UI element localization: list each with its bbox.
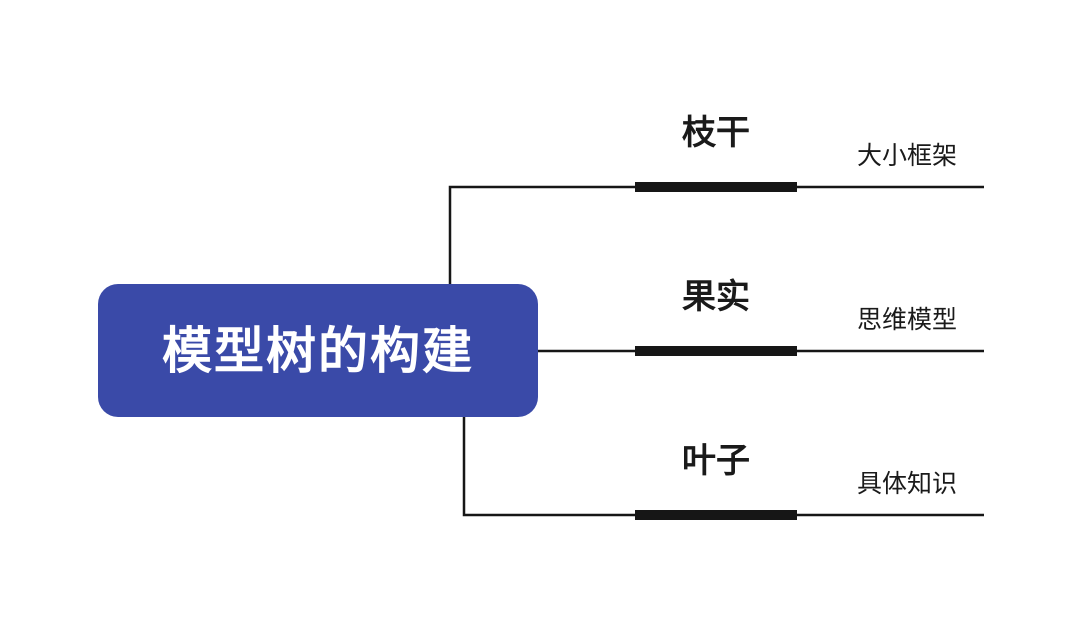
branch-bottom-label: 叶子 <box>682 442 750 480</box>
branch-middle-label: 果实 <box>682 278 750 316</box>
root-node: 模型树的构建 <box>98 284 538 417</box>
connector-top-elbow <box>448 185 636 284</box>
connector-bottom-elbow <box>462 417 636 517</box>
branch-bottom-sublabel: 具体知识 <box>857 470 958 498</box>
root-node-label: 模型树的构建 <box>162 322 474 379</box>
branch-top-sublabel: 大小框架 <box>857 142 958 170</box>
branch-middle-sublabel: 思维模型 <box>857 306 958 334</box>
branch-top-label: 枝干 <box>682 114 750 152</box>
